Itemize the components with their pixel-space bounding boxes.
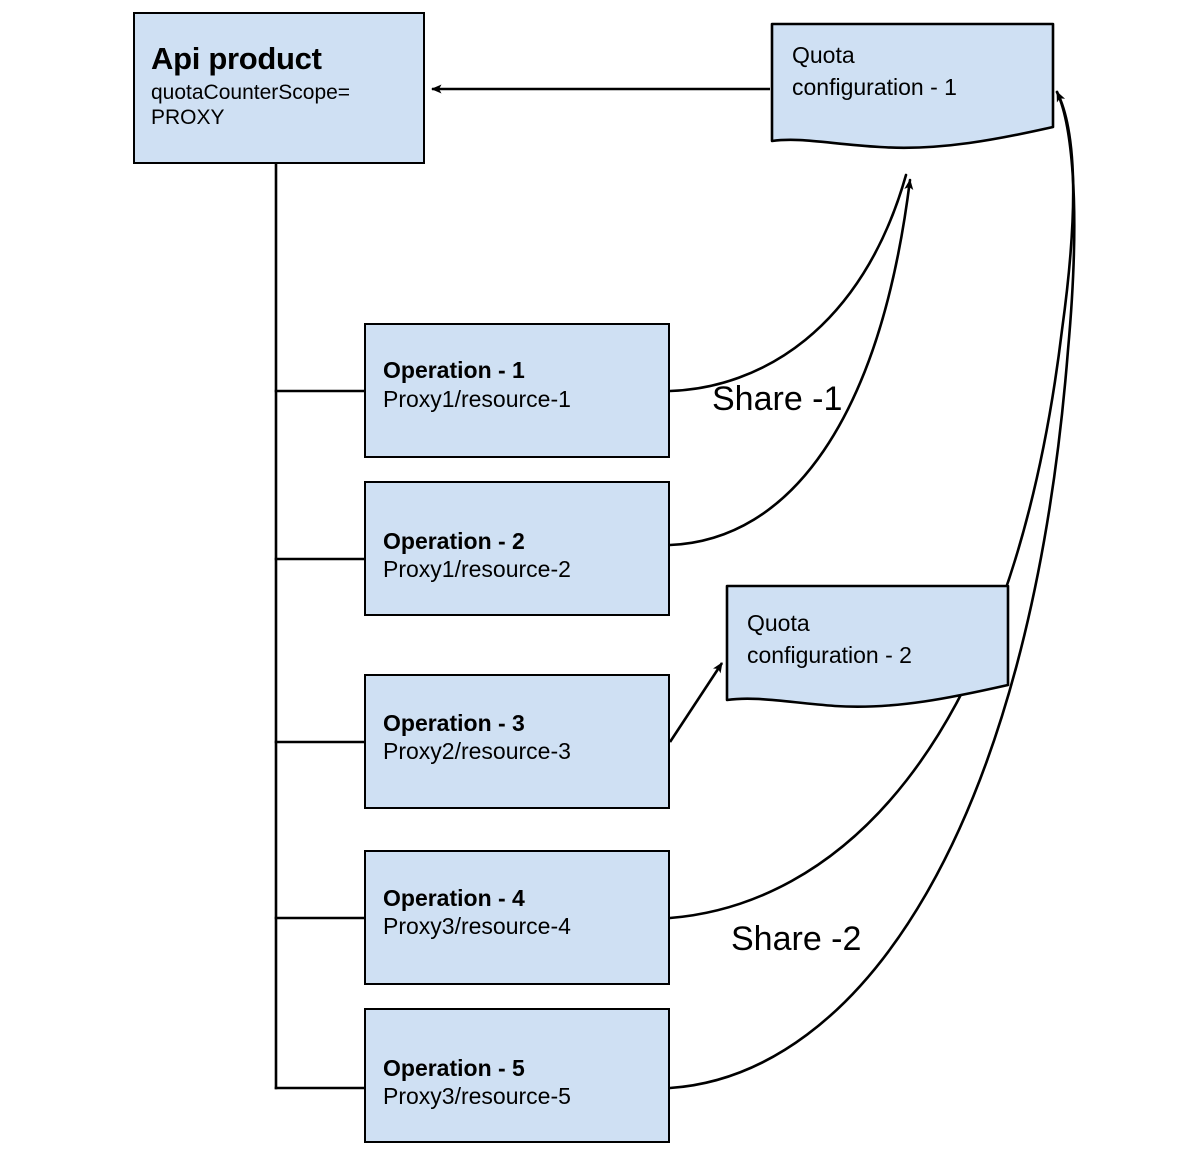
node-quota-config-1[interactable]: Quota configuration - 1: [770, 22, 1055, 162]
node-operation-3-path: Proxy2/resource-3: [383, 738, 571, 765]
node-operation-5-title: Operation - 5: [383, 1054, 525, 1081]
node-operation-5-content: Operation - 5 Proxy3/resource-5: [366, 1055, 668, 1110]
quota-config-1-shape[interactable]: [770, 22, 1055, 150]
node-operation-4-title: Operation - 4: [383, 884, 525, 911]
node-api-product[interactable]: Api product quotaCounterScope= PROXY: [133, 12, 425, 164]
node-operation-3-content: Operation - 3 Proxy2/resource-3: [366, 710, 668, 765]
edge-product-to-operations: [274, 162, 366, 1090]
node-operation-1-content: Operation - 1 Proxy1/resource-1: [366, 357, 668, 412]
node-operation-1-title: Operation - 1: [383, 357, 525, 384]
node-operation-5-path: Proxy3/resource-5: [383, 1083, 571, 1110]
node-operation-3[interactable]: Operation - 3 Proxy2/resource-3: [364, 674, 670, 809]
node-operation-5[interactable]: Operation - 5 Proxy3/resource-5: [364, 1008, 670, 1143]
node-quota-config-2[interactable]: Quota configuration - 2: [725, 584, 1010, 715]
node-operation-2-title: Operation - 2: [383, 527, 525, 554]
node-operation-4-path: Proxy3/resource-4: [383, 913, 571, 940]
node-quota-config-1-label: Quota configuration - 1: [792, 42, 957, 100]
edge-label-share-2: Share -2: [731, 920, 862, 958]
node-operation-4-content: Operation - 4 Proxy3/resource-4: [366, 885, 668, 940]
edge-operation-2-to-quota1: [668, 178, 914, 547]
edge-operation-3-to-quota2: [668, 662, 724, 743]
node-quota-config-2-label: Quota configuration - 2: [747, 610, 912, 668]
node-api-product-content: Api product quotaCounterScope= PROXY: [135, 41, 423, 131]
edge-group-share-1: [668, 173, 914, 547]
edge-operation-4-to-quota1: [668, 90, 1075, 920]
edge-operation-1-to-quota1: [668, 173, 908, 393]
node-operation-1[interactable]: Operation - 1 Proxy1/resource-1: [364, 323, 670, 458]
node-operation-3-title: Operation - 3: [383, 709, 525, 736]
quota-config-2-shape[interactable]: [725, 584, 1010, 709]
node-operation-2[interactable]: Operation - 2 Proxy1/resource-2: [364, 481, 670, 616]
node-operation-2-path: Proxy1/resource-2: [383, 556, 571, 583]
node-operation-4[interactable]: Operation - 4 Proxy3/resource-4: [364, 850, 670, 985]
node-operation-2-content: Operation - 2 Proxy1/resource-2: [366, 528, 668, 583]
node-operation-1-path: Proxy1/resource-1: [383, 385, 571, 412]
edge-label-share-1: Share -1: [712, 380, 843, 418]
node-api-product-title: Api product: [151, 41, 322, 77]
edge-group-share-2: [668, 90, 1076, 1090]
node-api-product-subtitle: quotaCounterScope= PROXY: [151, 80, 351, 130]
edge-operation-5-to-quota1: [668, 90, 1076, 1090]
